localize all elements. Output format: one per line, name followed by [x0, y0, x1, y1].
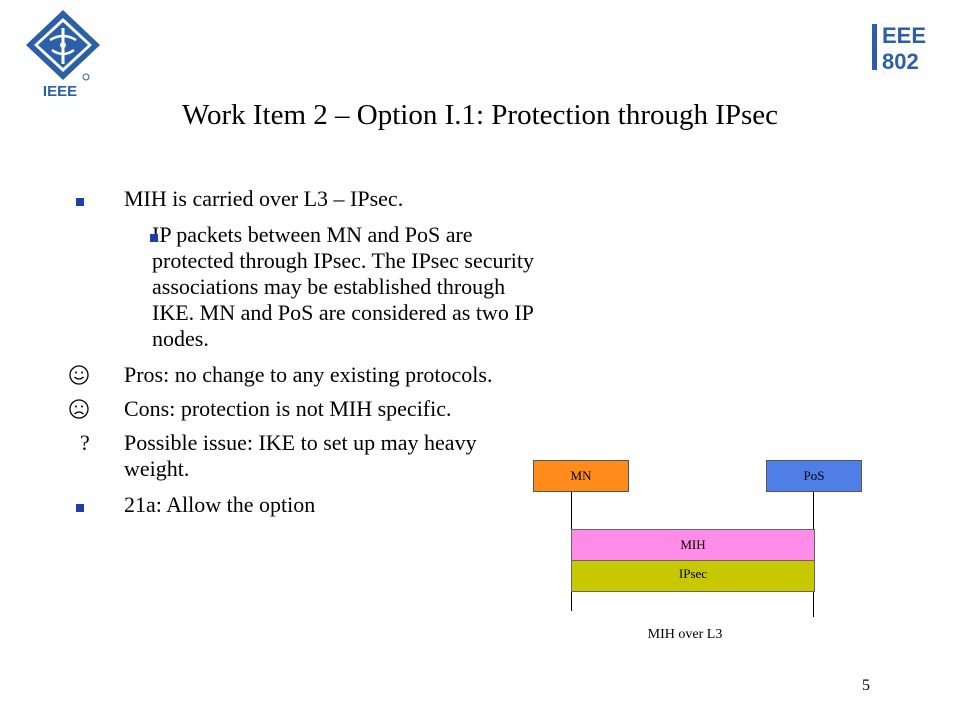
sub-bullet-item: IP packets between MN and PoS are protec…: [70, 222, 540, 352]
bullet-text: Pros: no change to any existing protocol…: [124, 362, 493, 387]
ieee-logo: IEEE: [22, 8, 104, 100]
mn-lifeline: [571, 491, 572, 611]
ieee-802-logo-icon: EEE 802: [872, 23, 926, 74]
page-number: 5: [862, 677, 870, 694]
square-bullet-icon: [70, 186, 110, 212]
mih-layer-box: MIH: [571, 529, 815, 561]
square-bullet-icon: [150, 222, 190, 248]
slide-title: Work Item 2 – Option I.1: Protection thr…: [181, 99, 779, 131]
bullet-text: 21a: Allow the option: [124, 492, 316, 517]
bullet-list: MIH is carried over L3 – IPsec. IP packe…: [69, 186, 540, 518]
bullet-item: Pros: no change to any existing protocol…: [69, 362, 540, 388]
diagram-caption: MIH over L3: [647, 627, 723, 642]
ieee-802-logo-text-bottom: 802: [882, 49, 919, 74]
mn-node-box: MN: [533, 460, 629, 492]
bullet-text: Cons: protection is not MIH specific.: [124, 396, 452, 421]
pos-node-box: PoS: [766, 460, 862, 492]
ieee-logo-text: IEEE: [43, 83, 77, 100]
bullet-item: 21a: Allow the option: [70, 492, 540, 518]
ipsec-layer-box: IPsec: [571, 560, 815, 592]
square-bullet-icon: [70, 492, 110, 518]
smiley-face-icon: [68, 364, 108, 392]
bullet-item: MIH is carried over L3 – IPsec.: [70, 186, 540, 212]
question-mark-icon: ?: [80, 430, 90, 455]
sub-bullet-text: IP packets between MN and PoS are protec…: [152, 222, 535, 351]
ieee-802-logo: EEE 802: [870, 18, 940, 76]
ieee-802-logo-text-top: EEE: [882, 23, 926, 48]
ieee-logo-icon: IEEE: [26, 10, 100, 100]
bullet-item: ? Possible issue: IKE to set up may heav…: [70, 430, 540, 482]
frown-face-icon: [68, 398, 108, 426]
pos-lifeline: [813, 491, 814, 617]
bullet-text: MIH is carried over L3 – IPsec.: [124, 186, 404, 211]
bullet-item: Cons: protection is not MIH specific.: [69, 396, 540, 422]
bullet-text: Possible issue: IKE to set up may heavy …: [124, 430, 477, 481]
